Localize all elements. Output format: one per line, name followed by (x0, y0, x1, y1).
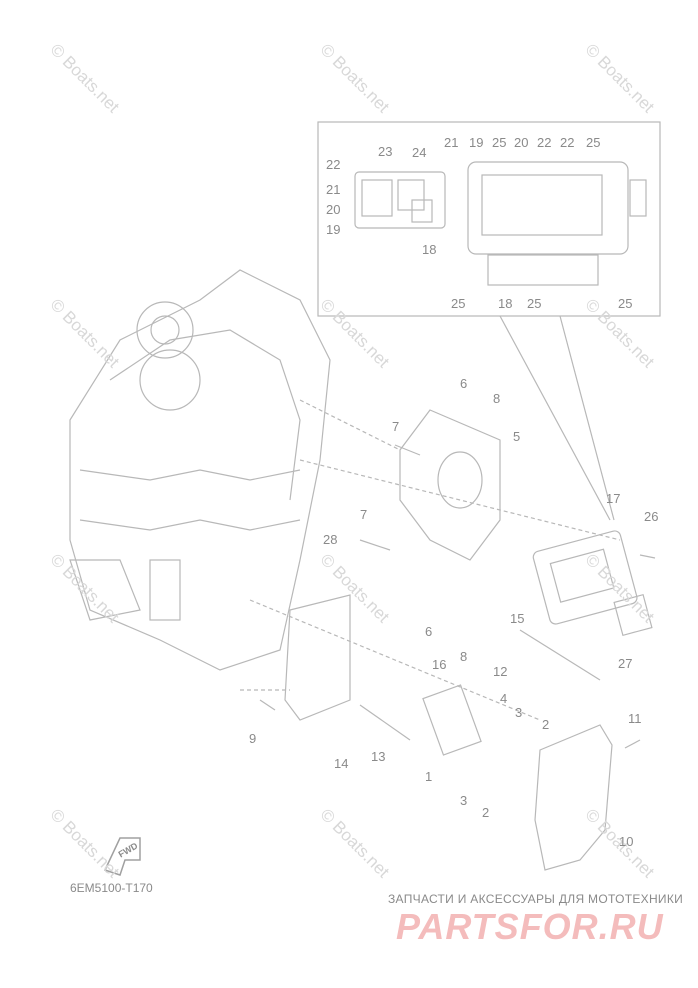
callout-label: 25 (527, 296, 542, 311)
rectifier (422, 684, 482, 756)
callout-label: 12 (493, 664, 508, 679)
callout-label: 27 (618, 656, 633, 671)
mounting-plate (284, 594, 351, 721)
callout-label: 25 (451, 296, 466, 311)
callout-label: 18 (422, 242, 437, 257)
callout-label: 6 (460, 376, 468, 391)
inset-ecu-module (467, 161, 629, 255)
callout-label: 18 (498, 296, 513, 311)
callout-label: 20 (326, 202, 341, 217)
callout-label: 19 (469, 135, 484, 150)
callout-label: 21 (326, 182, 341, 197)
callout-label: 5 (513, 429, 521, 444)
callout-label: 22 (537, 135, 552, 150)
engine-block (69, 269, 331, 671)
bracket (399, 409, 501, 561)
callout-label: 2 (482, 805, 490, 820)
inset-frame (317, 121, 661, 317)
callout-label: 23 (378, 144, 393, 159)
callout-label: 1 (425, 769, 433, 784)
callout-label: 14 (334, 756, 349, 771)
callout-label: 10 (619, 834, 634, 849)
callout-label: 25 (618, 296, 633, 311)
callout-label: 11 (628, 711, 642, 726)
inset-control-box-small (354, 171, 446, 229)
callout-label: 8 (460, 649, 468, 664)
brand-subtitle: ЗАПЧАСТИ И АКСЕССУАРЫ ДЛЯ МОТОТЕХНИКИ (388, 892, 684, 906)
flywheel (136, 301, 194, 359)
callout-label: 26 (644, 509, 659, 524)
callout-label: 6 (425, 624, 433, 639)
callout-label: 13 (371, 749, 386, 764)
callout-label: 9 (249, 731, 257, 746)
callout-label: 20 (514, 135, 529, 150)
callout-label: 3 (515, 705, 523, 720)
callout-label: 7 (392, 419, 400, 434)
diagram-code: 6EM5100-T170 (70, 881, 153, 895)
callout-label: 16 (432, 657, 447, 672)
callout-label: 22 (560, 135, 575, 150)
callout-label: 25 (492, 135, 507, 150)
callout-label: 21 (444, 135, 459, 150)
callout-label: 7 (360, 507, 368, 522)
ecu-module (532, 530, 638, 625)
callout-label: 19 (326, 222, 341, 237)
brand-logo: PARTSFOR.RU (396, 906, 664, 947)
callout-label: 2 (542, 717, 550, 732)
callout-label: 25 (586, 135, 601, 150)
callout-label: 22 (326, 157, 341, 172)
callout-label: 8 (493, 391, 501, 406)
callout-label: 3 (460, 793, 468, 808)
callout-label: 17 (606, 491, 621, 506)
fwd-arrow-icon (103, 837, 141, 876)
cover (534, 724, 613, 871)
callout-label: 15 (510, 611, 525, 626)
callout-label: 28 (323, 532, 338, 547)
callout-label: 24 (412, 145, 427, 160)
callout-label: 4 (500, 691, 508, 706)
